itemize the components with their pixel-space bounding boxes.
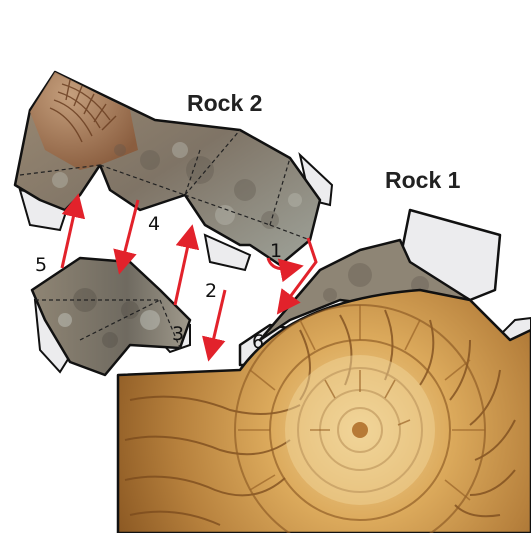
step-label-5: 5 (35, 254, 47, 276)
step-label-4: 4 (148, 213, 160, 235)
step-label-1: 1 (270, 240, 282, 262)
step-label-6: 6 (252, 331, 264, 353)
rock-2-title: Rock 2 (187, 90, 262, 116)
rock-1-title: Rock 1 (385, 167, 461, 193)
step-label-3: 3 (172, 323, 184, 345)
rock-1-piece (118, 210, 531, 533)
step-label-2: 2 (205, 280, 217, 302)
rock-2-piece (15, 72, 332, 270)
red-arrow-icon (122, 200, 138, 263)
red-arrow-icon (175, 236, 190, 305)
rock-2-base-piece (32, 258, 190, 375)
